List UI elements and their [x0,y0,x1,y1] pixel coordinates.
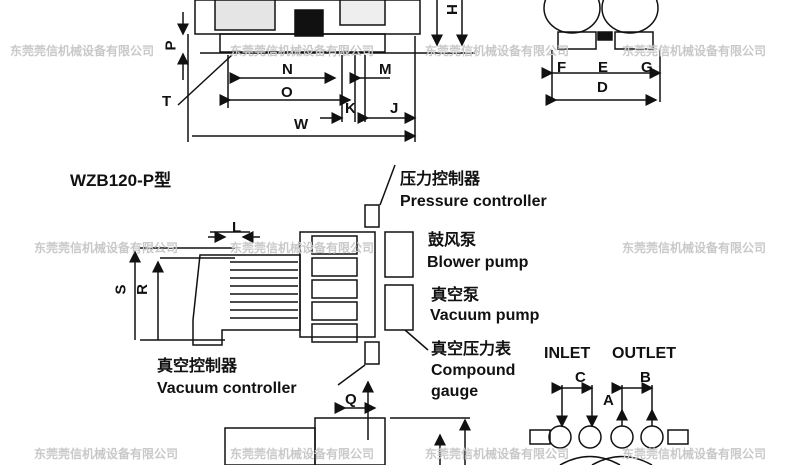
compound-gauge-en-1: Compound [431,362,516,379]
watermark: 东莞莞信机械设备有限公司 [622,447,767,461]
dim-W: W [294,116,309,133]
fan-cover-left [543,0,601,34]
dim-L: L [232,219,242,236]
pump-head [311,235,358,255]
dim-F: F [557,59,567,76]
watermark: 东莞莞信机械设备有限公司 [425,447,570,461]
watermark: 东莞莞信机械设备有限公司 [230,44,375,58]
dim-A: A [603,392,614,409]
motor-body [192,254,301,346]
dim-C: C [575,369,586,386]
fan-cover-bottom [559,455,653,465]
pressure-controller-en: Pressure controller [400,193,547,210]
drawing-part [557,31,597,50]
watermark: 东莞莞信机械设备有限公司 [425,44,570,58]
blower-pump-cn: 鼓风泵 [428,232,477,249]
drawing-part [614,31,654,50]
bottom-pump [314,417,386,465]
base-plate [219,33,386,53]
vacuum-pump-en: Vacuum pump [430,307,540,324]
dim-E: E [598,59,609,76]
dim-B: B [640,369,651,386]
dim-N: N [282,61,293,78]
port-circle [610,425,634,449]
drawing-part [667,429,689,445]
dim-K: K [345,100,356,117]
port-circle [578,425,602,449]
pump-block [294,9,324,37]
pump-head [311,301,358,321]
pressure-controller-cn: 压力控制器 [400,171,481,188]
dim-S: S [112,284,130,295]
watermark: 东莞莞信机械设备有限公司 [34,241,179,255]
port-circle [548,425,572,449]
dim-G: G [641,59,653,76]
watermark: 东莞莞信机械设备有限公司 [230,447,375,461]
leader-line [177,54,233,106]
pump-head [311,323,358,343]
dim-O: O [281,84,293,101]
port-circle [640,425,664,449]
dim-J: J [390,100,399,117]
leader-line [337,364,366,386]
vacuum-controller [364,341,380,365]
pump-manifold [299,231,376,338]
compound-gauge-cn: 真空压力表 [431,341,512,358]
fan-cover-right [601,0,659,34]
watermark: 东莞莞信机械设备有限公司 [10,44,155,58]
blower-pump-en: Blower pump [427,254,529,271]
dim-P: P [162,40,180,51]
model-title: WZB120-P型 [70,171,172,190]
pump-head [311,279,358,299]
inlet-label: INLET [544,345,591,362]
dim-M: M [379,61,392,78]
dim-R: R [133,284,151,295]
blower-section [339,0,386,26]
watermark: 东莞莞信机械设备有限公司 [34,447,179,461]
drawing-part [597,31,613,41]
dim-D: D [597,79,608,96]
leader-line [379,164,396,206]
motor-fins [214,0,276,31]
dim-Q: Q [345,391,357,408]
pump-head [311,257,358,277]
watermark: 东莞莞信机械设备有限公司 [230,241,375,255]
dim-H: H [442,4,460,15]
vacuum-controller-en: Vacuum controller [157,380,297,397]
compound-gauge-en-2: gauge [431,383,479,400]
outlet-label: OUTLET [612,345,676,362]
vacuum-controller-cn: 真空控制器 [157,358,238,375]
drawing-part [529,429,551,445]
watermark: 东莞莞信机械设备有限公司 [622,44,767,58]
pressure-controller [364,204,380,228]
blower-pump-body [384,231,414,278]
watermark: 东莞莞信机械设备有限公司 [622,241,767,255]
vacuum-pump-cn: 真空泵 [431,287,480,304]
dim-T: T [162,93,172,110]
vacuum-pump-body [384,284,414,331]
leader-line [404,329,429,351]
